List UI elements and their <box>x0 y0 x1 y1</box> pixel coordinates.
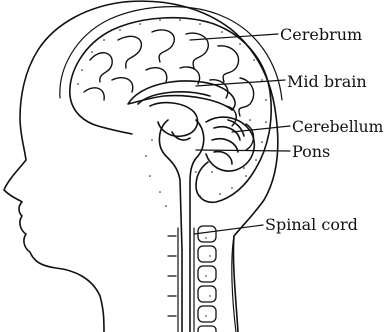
label-spinal-cord: Spinal cord <box>265 216 358 234</box>
brain-boundary <box>70 18 271 203</box>
head-outline <box>4 1 278 332</box>
leader-lines <box>190 34 290 234</box>
label-mid-brain: Mid brain <box>287 73 367 91</box>
label-cerebellum: Cerebellum <box>292 118 383 136</box>
spinal-cord-shape <box>178 228 194 332</box>
label-cerebrum: Cerebrum <box>280 26 362 44</box>
cerebrum-folds <box>84 30 254 150</box>
vertebrae <box>168 226 216 332</box>
label-pons: Pons <box>292 143 330 161</box>
